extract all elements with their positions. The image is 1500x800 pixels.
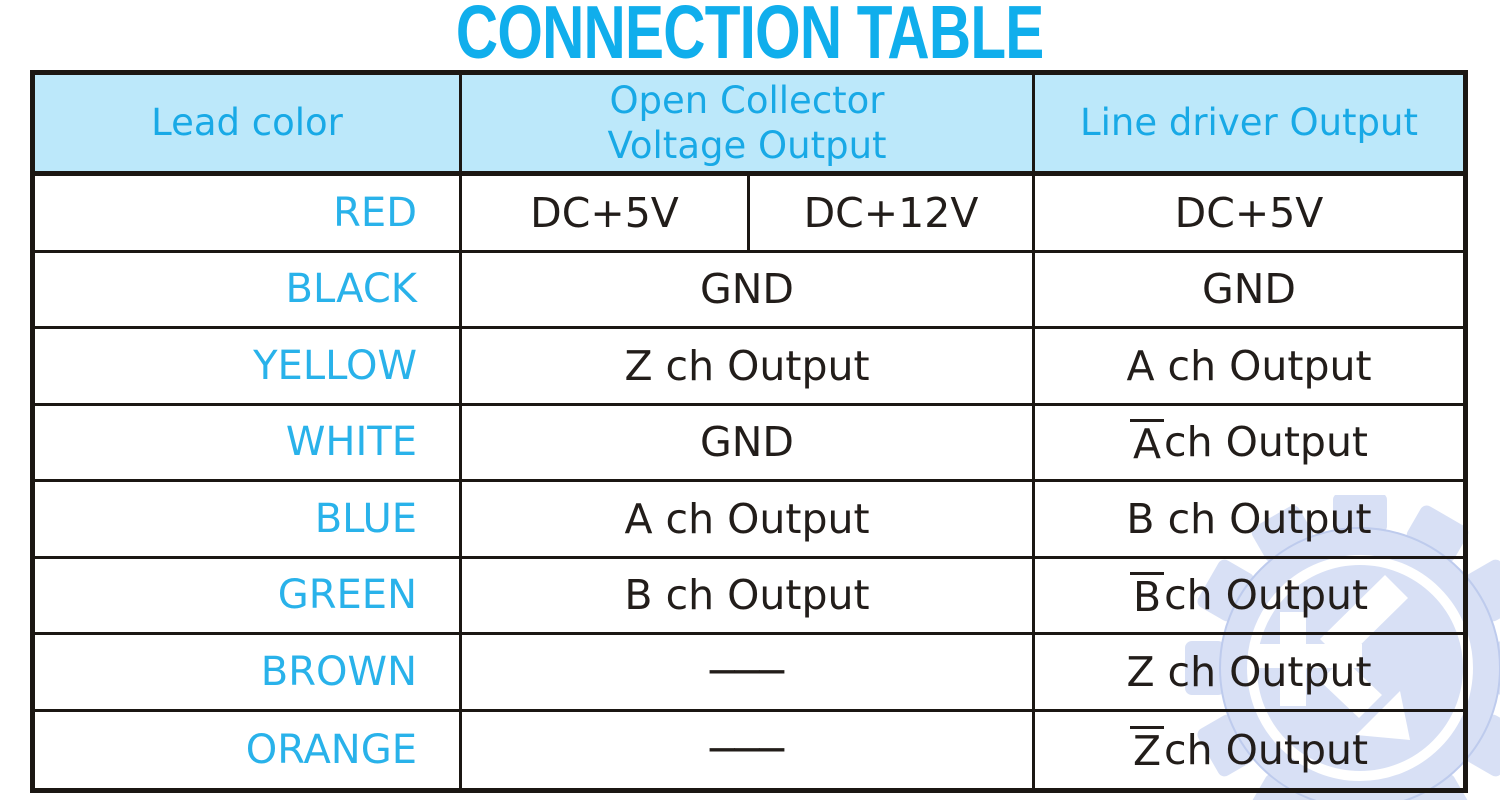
open-collector-cell: B ch Output — [462, 558, 1035, 635]
page-title-text: CONNECTION TABLE — [456, 0, 1044, 74]
lead-color-cell: WHITE — [35, 405, 462, 482]
header-lead-color-label: Lead color — [151, 101, 343, 145]
overline-letter: Z — [1129, 726, 1165, 773]
page-title: CONNECTION TABLE — [0, 0, 1500, 74]
open-collector-cell: GND — [462, 252, 1035, 329]
open-collector-cell: Z ch Output — [462, 329, 1035, 406]
open-collector-cell: ─── — [462, 635, 1035, 712]
overline-letter: B — [1129, 571, 1165, 619]
gear-k-logo-watermark — [1179, 495, 1500, 800]
open-collector-cell: GND — [462, 405, 1035, 482]
header-cell-open-collector: Open Collector Voltage Output — [462, 75, 1035, 176]
open-collector-5v-cell: DC+5V — [462, 176, 750, 253]
line-driver-cell: Z ch Output — [1035, 635, 1463, 712]
open-collector-cell: ─── — [462, 711, 1035, 788]
connection-table: Lead color Open Collector Voltage Output… — [30, 70, 1468, 793]
lead-color-cell: BROWN — [35, 635, 462, 712]
open-collector-12v-cell: DC+12V — [750, 176, 1035, 253]
header-line-driver-label: Line driver Output — [1079, 101, 1418, 145]
lead-color-cell: BLACK — [35, 252, 462, 329]
line-driver-cell: A ch Output — [1035, 406, 1463, 482]
overline-letter: A — [1129, 418, 1165, 466]
line-driver-cell: GND — [1035, 253, 1463, 329]
line-driver-cell: Z ch Output — [1035, 712, 1463, 789]
line-driver-cell: DC+5V — [1035, 176, 1463, 253]
lead-color-cell: GREEN — [35, 558, 462, 635]
header-cell-line-driver: Line driver Output — [1035, 75, 1463, 176]
lead-color-cell: YELLOW — [35, 329, 462, 406]
open-collector-cell: A ch Output — [462, 482, 1035, 559]
header-open-collector-label: Open Collector Voltage Output — [607, 78, 887, 167]
header-cell-lead-color: Lead color — [35, 75, 462, 176]
lead-color-cell: RED — [35, 176, 462, 253]
k-arrow-mark — [1252, 575, 1410, 740]
lead-color-cell: BLUE — [35, 482, 462, 559]
line-driver-cell: B ch Output — [1035, 559, 1463, 635]
line-driver-cell: A ch Output — [1035, 329, 1463, 406]
lead-color-cell: ORANGE — [35, 711, 462, 788]
line-driver-cell: B ch Output — [1035, 482, 1463, 559]
